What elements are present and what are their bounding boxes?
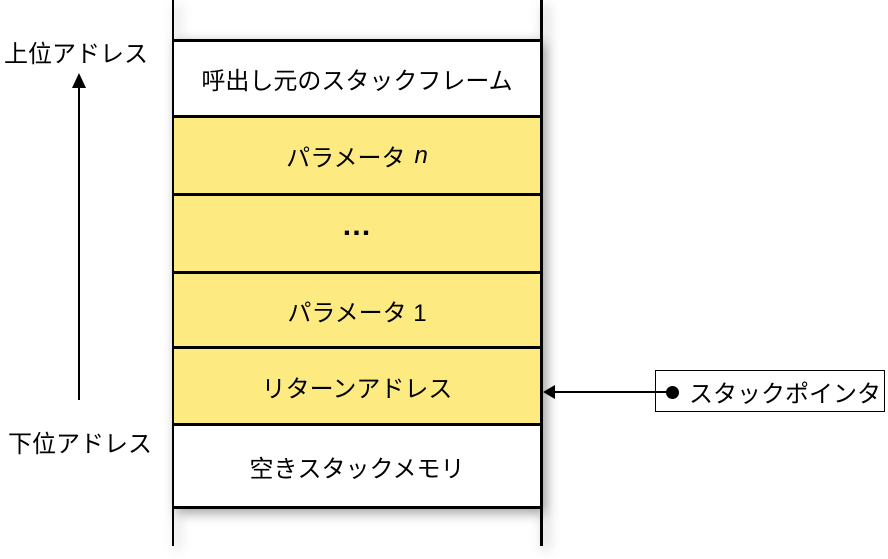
stack-cell-param-n: パラメータ n [174,115,540,193]
lower-address-label: 下位アドレス [8,431,152,458]
stack-column: 呼出し元のスタックフレーム パラメータ n … パラメータ 1 リターンアドレス… [172,0,543,546]
stack-cells: 呼出し元のスタックフレーム パラメータ n … パラメータ 1 リターンアドレス… [174,39,540,509]
stack-cell-label: 空きスタックメモリ [249,455,465,483]
up-arrowhead [71,73,86,88]
upper-address-label: 上位アドレス [4,41,148,68]
stack-pointer-label: スタックポインタ [689,380,881,408]
left-arrow-shaft [553,391,673,393]
stack-cell-caller-frame: 呼出し元のスタックフレーム [174,39,540,115]
up-arrow-shaft [77,88,80,400]
stack-cell-label: リターンアドレス [261,375,453,403]
stack-pointer-left-arrow-icon [543,385,673,399]
bullet-icon [666,386,679,399]
address-direction-up-arrow-icon [71,73,86,400]
stack-cell-label: 呼出し元のスタックフレーム [201,68,513,95]
stack-cell-variable: n [414,141,428,169]
stack-cell-free-memory: 空きスタックメモリ [174,423,540,506]
left-arrowhead [543,385,555,399]
stack-pointer-box: スタックポインタ [655,370,885,412]
stack-cell-label: パラメータ 1 [287,299,427,327]
stack-cell-ellipsis: … [174,193,540,271]
stack-cell-return-address: リターンアドレス [174,346,540,423]
stack-cell-label: パラメータ [286,145,406,172]
stack-cell-label: … [341,208,373,242]
stack-cell-param-1: パラメータ 1 [174,271,540,346]
